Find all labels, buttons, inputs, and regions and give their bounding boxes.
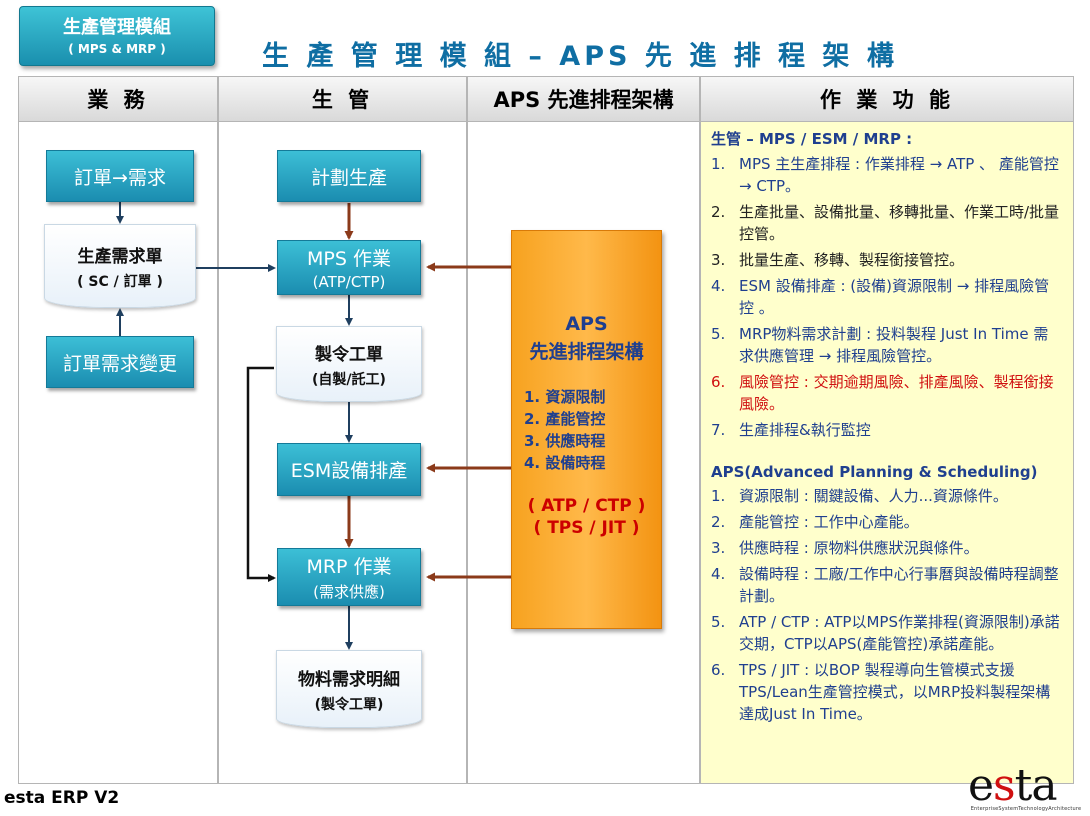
function-item-text: MPS 主生產排程 : 作業排程 → ATP 、 產能管控 → CTP。 <box>739 155 1059 195</box>
function-item: 5. MRP物料需求計劃 : 投料製程 Just In Time 需求供應管理 →… <box>711 323 1063 367</box>
aps-item: 2. 產能管控 <box>524 410 606 428</box>
function-item-number: 7. <box>711 421 726 439</box>
work-order-title: 製令工單 <box>315 344 383 365</box>
function-item: 3. 批量生產、移轉、製程銜接管控。 <box>711 249 1063 271</box>
function-item-number: 2. <box>711 203 726 221</box>
function-item: 2. 生產批量、設備批量、移轉批量、作業工時/批量 控管。 <box>711 201 1063 245</box>
demand-doc-box: 生產需求單 ( SC / 訂單 ) <box>44 224 196 308</box>
esta-logo: esta EnterpriseSystemTechnologyArchitect… <box>968 760 1084 814</box>
function-item-text: 批量生產、移轉、製程銜接管控。 <box>739 251 965 269</box>
mrp-subtitle: (需求供應) <box>313 583 385 601</box>
work-order-doc: 製令工單 (自製/託工) <box>276 326 422 402</box>
order-demand-label: 訂單→需求 <box>74 166 166 189</box>
function-item: 7. 生產排程&執行監控 <box>711 419 1063 441</box>
header-business: 業 務 <box>18 76 218 122</box>
header-production: 生 管 <box>218 76 467 122</box>
product-name: esta ERP V2 <box>4 788 120 808</box>
function-item-text: MRP物料需求計劃 : 投料製程 Just In Time 需求供應管理 → 排… <box>739 325 1049 365</box>
function-item-text: 生產排程&執行監控 <box>739 421 871 439</box>
section1-list: 1. MPS 主生產排程 : 作業排程 → ATP 、 產能管控 → CTP。 2.… <box>711 153 1063 441</box>
section1-title: 生管 – MPS / ESM / MRP : <box>711 130 913 148</box>
aps-item: 1. 資源限制 <box>524 388 606 406</box>
material-detail-subtitle: (製令工單) <box>314 696 384 713</box>
function-item-number: 4. <box>711 277 726 295</box>
function-item-text: 資源限制 : 關鍵設備、人力...資源條件。 <box>739 487 1008 505</box>
order-change-box: 訂單需求變更 <box>46 336 194 388</box>
demand-doc-title: 生產需求單 <box>77 246 163 267</box>
mrp-box: MRP 作業 (需求供應) <box>277 548 421 606</box>
mps-title: MPS 作業 <box>307 248 391 270</box>
function-item-text: 風險管控 : 交期逾期風險、排產風險、製程銜接風險。 <box>739 373 1054 413</box>
function-item-number: 3. <box>711 539 726 557</box>
aps-item: 3. 供應時程 <box>524 432 606 450</box>
function-item-text: 設備時程 : 工廠/工作中心行事曆與設備時程調整計劃。 <box>739 565 1059 605</box>
function-item-text: ESM 設備排產 : (設備)資源限制 → 排程風險管控 。 <box>739 277 1050 317</box>
plan-production-label: 計劃生產 <box>310 166 387 189</box>
function-item-text: ATP / CTP : ATP以MPS作業排程(資源限制)承諾交期，CTP以AP… <box>739 613 1060 653</box>
aps-architecture-box: APS 先進排程架構 1. 資源限制 2. 產能管控 3. 供應時程 4. 設備… <box>511 230 662 629</box>
aps-tps-jit: ( TPS / JIT ) <box>533 518 640 538</box>
section2-title: APS(Advanced Planning & Scheduling) <box>711 463 1038 481</box>
order-change-label: 訂單需求變更 <box>62 352 177 375</box>
function-item: 5. ATP / CTP : ATP以MPS作業排程(資源限制)承諾交期，CTP以… <box>711 611 1063 655</box>
function-item: 3. 供應時程 : 原物料供應狀況與條件。 <box>711 537 1063 559</box>
logo-wordmark: esta <box>968 760 1058 811</box>
aps-item: 4. 設備時程 <box>524 454 606 472</box>
function-item-number: 5. <box>711 325 726 343</box>
function-item-text: 生產批量、設備批量、移轉批量、作業工時/批量 控管。 <box>739 203 1060 243</box>
function-item-number: 5. <box>711 613 726 631</box>
function-item: 4. 設備時程 : 工廠/工作中心行事曆與設備時程調整計劃。 <box>711 563 1063 607</box>
aps-subtitle: 先進排程架構 <box>529 341 644 363</box>
order-demand-box: 訂單→需求 <box>46 150 194 202</box>
function-item-text: TPS / JIT : 以BOP 製程導向生管模式支援TPS/Lean生產管控模… <box>739 661 1051 723</box>
esm-box: ESM設備排產 <box>277 443 421 496</box>
badge-title: 生產管理模組 <box>63 17 171 38</box>
badge-subtitle: ( MPS & MRP ) <box>68 42 166 56</box>
functions-panel: 生管 – MPS / ESM / MRP : 1. MPS 主生產排程 : 作業排… <box>700 122 1074 784</box>
function-item: 6. 風險管控 : 交期逾期風險、排產風險、製程銜接風險。 <box>711 371 1063 415</box>
function-item: 1. MPS 主生產排程 : 作業排程 → ATP 、 產能管控 → CTP。 <box>711 153 1063 197</box>
function-item-number: 6. <box>711 373 726 391</box>
function-item: 6. TPS / JIT : 以BOP 製程導向生管模式支援TPS/Lean生產管… <box>711 659 1063 725</box>
function-item-number: 4. <box>711 565 726 583</box>
mps-subtitle: (ATP/CTP) <box>312 273 386 291</box>
function-item-number: 2. <box>711 513 726 531</box>
plan-production-box: 計劃生產 <box>277 150 421 202</box>
section2-list: 1. 資源限制 : 關鍵設備、人力...資源條件。 2. 產能管控 : 工作中心產能。… <box>711 485 1063 725</box>
arrow-work-order-loop-to-mrp <box>246 366 276 582</box>
function-item-text: 產能管控 : 工作中心產能。 <box>739 513 919 531</box>
material-detail-title: 物料需求明細 <box>298 669 400 690</box>
mrp-title: MRP 作業 <box>306 556 392 578</box>
header-aps: APS 先進排程架構 <box>467 76 700 122</box>
demand-doc-subtitle: ( SC / 訂單 ) <box>77 273 163 290</box>
function-item: 1. 資源限制 : 關鍵設備、人力...資源條件。 <box>711 485 1063 507</box>
aps-item-list: 1. 資源限制 2. 產能管控 3. 供應時程 4. 設備時程 <box>512 386 661 474</box>
function-item-number: 6. <box>711 661 726 679</box>
function-item: 4. ESM 設備排產 : (設備)資源限制 → 排程風險管控 。 <box>711 275 1063 319</box>
module-badge: 生產管理模組 ( MPS & MRP ) <box>19 6 215 66</box>
function-item-number: 1. <box>711 487 726 505</box>
esm-label: ESM設備排產 <box>290 460 408 482</box>
aps-atp-ctp: ( ATP / CTP ) <box>527 496 646 516</box>
function-item-text: 供應時程 : 原物料供應狀況與條件。 <box>739 539 979 557</box>
mps-box: MPS 作業 (ATP/CTP) <box>277 240 421 295</box>
work-order-subtitle: (自製/託工) <box>312 371 386 388</box>
aps-title: APS <box>565 313 608 335</box>
function-item-number: 3. <box>711 251 726 269</box>
function-item-number: 1. <box>711 155 726 173</box>
function-item: 2. 產能管控 : 工作中心產能。 <box>711 511 1063 533</box>
page-title: 生 產 管 理 模 組 – APS 先 進 排 程 架 構 <box>262 41 898 72</box>
logo-tagline: EnterpriseSystemTechnologyArchitecture <box>970 806 1082 812</box>
material-detail-doc: 物料需求明細 (製令工單) <box>276 650 422 728</box>
header-functions: 作 業 功 能 <box>700 76 1074 122</box>
